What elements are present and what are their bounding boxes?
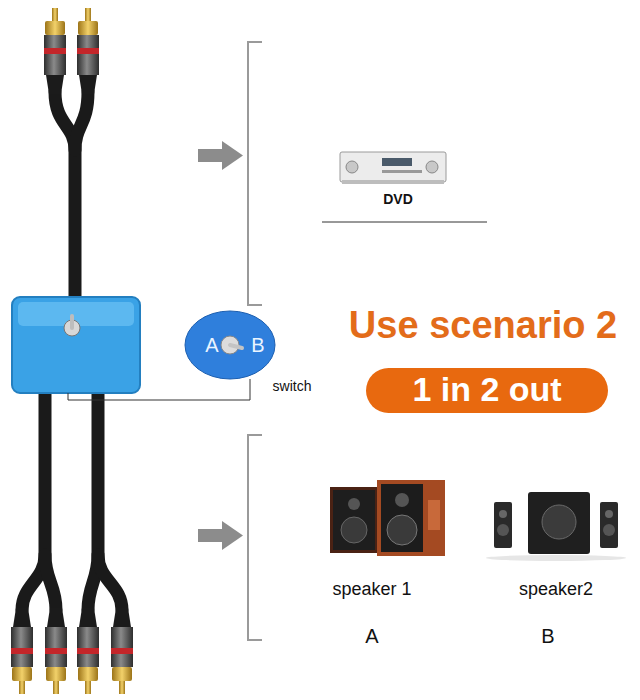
switch-label: switch bbox=[273, 379, 312, 394]
output-letter: B bbox=[541, 625, 554, 647]
scenario-title: Use scenario 2 bbox=[349, 305, 617, 347]
speaker-label: speaker 1 bbox=[332, 580, 411, 600]
device-label: DVD bbox=[383, 192, 413, 207]
node-text: B bbox=[251, 334, 264, 356]
switch-icon: AB bbox=[184, 310, 276, 380]
node-text: A bbox=[205, 334, 218, 356]
scenario-badge: 1 in 2 out bbox=[366, 368, 608, 413]
speaker-label: speaker2 bbox=[519, 580, 593, 600]
node-text: 1 in 2 out bbox=[412, 371, 561, 408]
output-letter: A bbox=[365, 625, 378, 647]
